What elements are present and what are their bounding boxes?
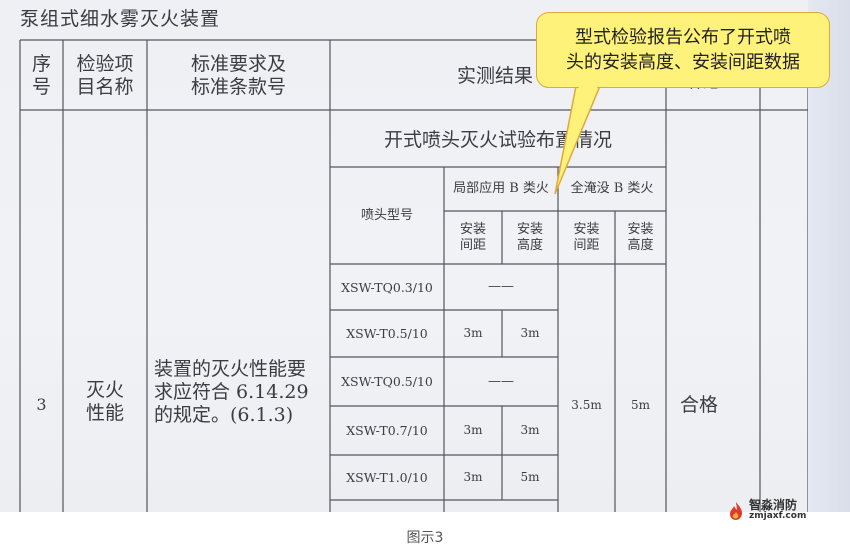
row-item-line1: 灭火 bbox=[85, 379, 124, 402]
header-item-line2: 目名称 bbox=[76, 76, 134, 98]
label-line1: 安装 bbox=[516, 221, 543, 237]
header-result: 实测结果 bbox=[456, 64, 533, 87]
row-5-spacing: 3m bbox=[463, 470, 483, 485]
model-row-3: XSW-TQ0.5/10 bbox=[341, 374, 433, 389]
label-line2: 高度 bbox=[516, 237, 543, 253]
requirement-line2: 求应符合 6.14.29 bbox=[154, 380, 309, 403]
row-conclusion: 合格 bbox=[679, 393, 718, 416]
row-seq: 3 bbox=[36, 395, 47, 415]
callout-annotation: 型式检验报告公布了开式喷 头的安装高度、安装间距数据 bbox=[536, 12, 830, 88]
row-2-spacing: 3m bbox=[463, 326, 483, 341]
header-seq-line2: 号 bbox=[31, 76, 51, 98]
row-5-height: 5m bbox=[520, 470, 540, 485]
header-item: 检验项 目名称 bbox=[63, 46, 147, 106]
label-line2: 间距 bbox=[459, 237, 486, 253]
row-item: 灭火 性能 bbox=[63, 370, 147, 434]
total-spacing-value: 3.5m bbox=[571, 397, 602, 412]
model-header: 喷头型号 bbox=[360, 207, 413, 223]
watermark-url: zmjaxf.com bbox=[749, 511, 807, 522]
flame-logo-icon bbox=[730, 501, 742, 520]
total-header: 全淹没 B 类火 bbox=[570, 181, 654, 197]
local-spacing-label: 安装 间距 bbox=[444, 211, 502, 264]
local-header: 局部应用 B 类火 bbox=[453, 181, 549, 197]
total-spacing-label: 安装 间距 bbox=[558, 211, 615, 264]
document-title: 泵组式细水雾灭火装置 bbox=[20, 8, 221, 30]
callout-line1: 型式检验报告公布了开式喷 bbox=[575, 26, 791, 48]
total-height-value: 5m bbox=[630, 397, 650, 412]
row-1-dash: —— bbox=[488, 279, 514, 295]
model-row-1: XSW-TQ0.3/10 bbox=[341, 279, 433, 295]
figure-caption: 图示3 bbox=[406, 530, 444, 546]
requirement-line1: 装置的灭火性能要 bbox=[154, 358, 307, 380]
subtable-title: 开式喷头灭火试验布置情况 bbox=[383, 128, 612, 151]
header-seq: 序 号 bbox=[20, 46, 63, 106]
callout-line2: 头的安装高度、安装间距数据 bbox=[566, 52, 800, 73]
row-4-spacing: 3m bbox=[463, 423, 483, 438]
requirement-line3: 的规定。(6.1.3) bbox=[154, 403, 294, 426]
label-line1: 安装 bbox=[627, 221, 654, 237]
header-standard: 标准要求及 标准条款号 bbox=[147, 46, 330, 106]
watermark-name: 智淼消防 bbox=[749, 498, 798, 512]
row-3-dash: —— bbox=[488, 373, 514, 389]
total-height-label: 安装 高度 bbox=[615, 211, 666, 264]
row-requirement: 装置的灭火性能要 求应符合 6.14.29 的规定。(6.1.3) bbox=[152, 358, 330, 448]
label-line2: 间距 bbox=[573, 237, 600, 253]
label-line1: 安装 bbox=[573, 221, 600, 237]
local-height-label: 安装 高度 bbox=[502, 211, 558, 264]
header-standard-line2: 标准条款号 bbox=[190, 76, 286, 98]
row-4-height: 3m bbox=[520, 423, 540, 438]
header-seq-line1: 序 bbox=[31, 53, 51, 76]
model-row-5: XSW-T1.0/10 bbox=[346, 470, 428, 485]
row-item-line2: 性能 bbox=[85, 402, 124, 424]
header-standard-line1: 标准要求及 bbox=[190, 53, 286, 76]
row-2-height: 3m bbox=[520, 326, 540, 341]
watermark-logo: 智淼消防 zmjaxf.com bbox=[727, 498, 807, 522]
label-line1: 安装 bbox=[459, 221, 486, 237]
label-line2: 高度 bbox=[627, 237, 654, 253]
header-item-line1: 检验项 bbox=[76, 53, 134, 76]
model-row-2: XSW-T0.5/10 bbox=[346, 326, 428, 341]
model-row-4: XSW-T0.7/10 bbox=[346, 423, 428, 438]
